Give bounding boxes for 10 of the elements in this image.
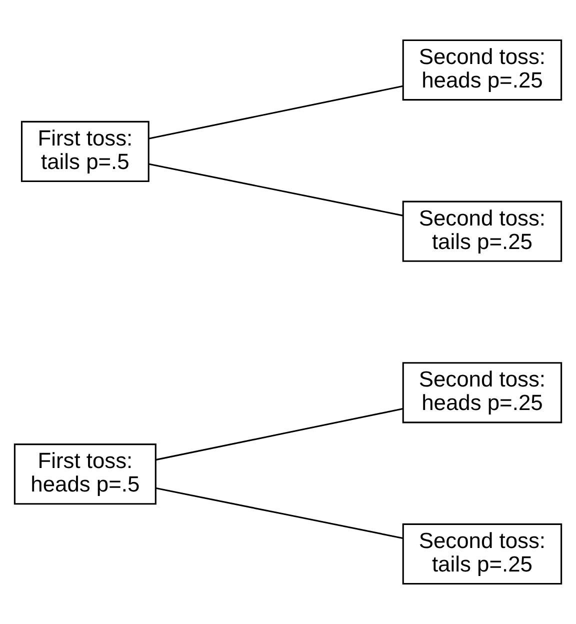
connector xyxy=(156,408,404,461)
node-box: Second toss: heads p=.25 xyxy=(402,362,562,424)
connector xyxy=(148,85,403,140)
connector xyxy=(148,163,403,216)
connector xyxy=(156,487,404,539)
node-box: Second toss: heads p=.25 xyxy=(402,39,562,101)
node-box: First toss: heads p=.5 xyxy=(14,444,156,505)
node-box: First toss: tails p=.5 xyxy=(20,120,150,182)
node-box: Second toss: tails p=.25 xyxy=(402,523,562,585)
node-box: Second toss: tails p=.25 xyxy=(402,200,562,262)
